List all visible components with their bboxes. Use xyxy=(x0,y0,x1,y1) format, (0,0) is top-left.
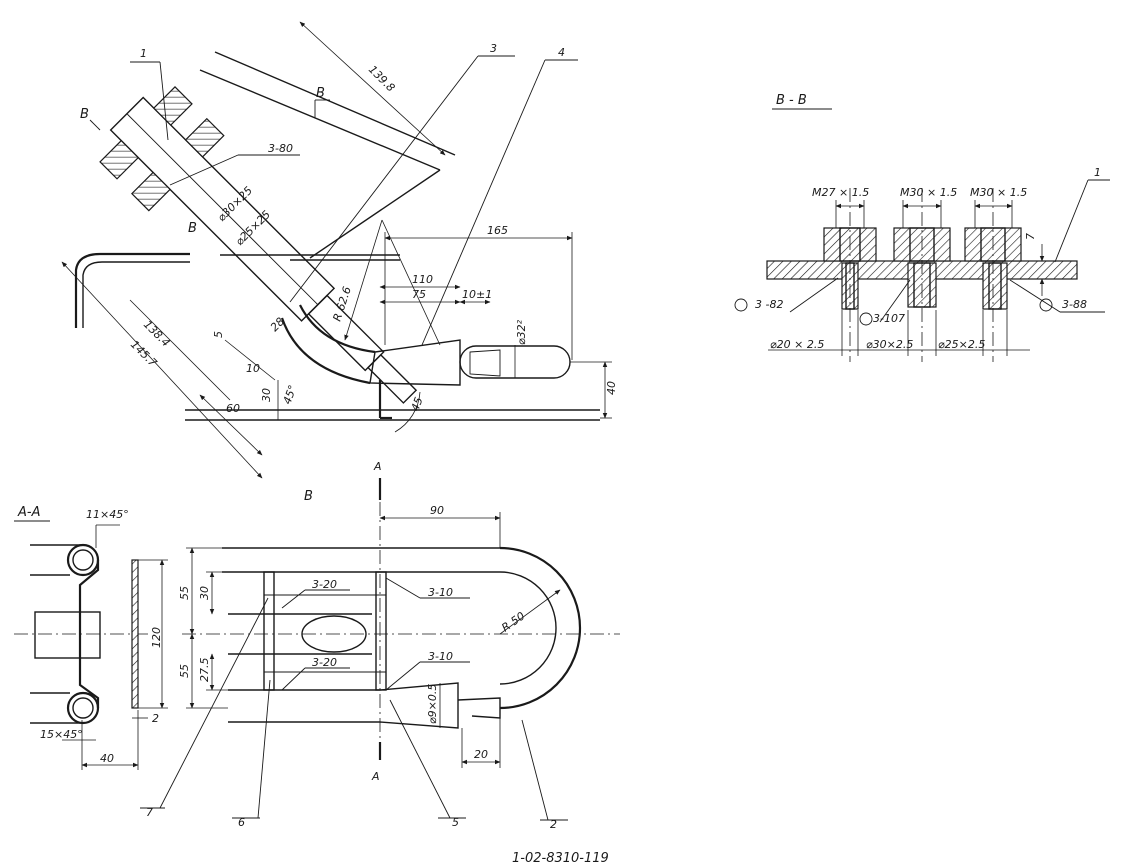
plan-dim-55b: 55 xyxy=(178,664,191,678)
drawing-number: 1-02-8310-119 xyxy=(512,851,609,866)
dim-110: 110 xyxy=(412,273,433,286)
dim-10: 10±1 xyxy=(462,288,492,301)
plan-dim-90: 90 xyxy=(430,504,444,517)
aa-dim-15x45: 15×45° xyxy=(40,728,83,741)
plan-view-b: B xyxy=(140,460,620,831)
weld-3-10-top: 3-10 xyxy=(428,586,453,599)
dim-138-4: 138.4 xyxy=(141,318,172,349)
section-bb-title: B - B xyxy=(776,93,807,108)
aa-dim-11x45: 11×45° xyxy=(86,508,129,521)
callout-2: 2 xyxy=(550,818,557,831)
callout-5: 5 xyxy=(452,816,459,829)
callout-4: 4 xyxy=(558,46,565,59)
dim-30: 30 xyxy=(260,388,273,402)
dim-45: 45 xyxy=(409,395,426,413)
dim-10b: 10 xyxy=(246,362,260,375)
weld-3-10-bottom: 3-10 xyxy=(428,650,453,663)
plan-dim-27-5: 27.5 xyxy=(198,658,211,683)
dim-5: 5 xyxy=(212,331,225,338)
dim-28: 28 xyxy=(268,315,287,334)
aa-dim-2: 2 xyxy=(152,712,159,725)
aa-dim-40: 40 xyxy=(100,752,114,765)
weld-3-107: 3-107 xyxy=(873,312,905,325)
dim-75: 75 xyxy=(412,288,426,301)
bb-m30a: M30 × 1.5 xyxy=(900,186,957,199)
dim-145-7: 145.7 xyxy=(128,338,159,369)
plan-dim-20: 20 xyxy=(474,748,488,761)
bb-m27: M27 × 1.5 xyxy=(812,186,869,199)
bb-dim-20x25: ⌀20 × 2.5 xyxy=(770,338,824,351)
weld-3-20-top: 3-20 xyxy=(312,578,337,591)
bb-callout-1: 1 xyxy=(1094,166,1101,179)
plan-dim-55a: 55 xyxy=(178,586,191,600)
dim-r62-6: R 62.6 xyxy=(330,285,353,323)
weld-3-20-bottom: 3-20 xyxy=(312,656,337,669)
weld-3-88: 3-88 xyxy=(1062,298,1087,311)
bb-m30b: M30 × 1.5 xyxy=(970,186,1027,199)
dim-25x25: ⌀25×25 xyxy=(233,208,273,248)
section-mark-b-top: B xyxy=(316,86,325,101)
section-mark-b-mid: B xyxy=(188,221,197,236)
dim-40: 40 xyxy=(605,381,618,395)
callout-1: 1 xyxy=(140,47,147,60)
section-aa-title: A-A xyxy=(17,505,40,520)
weld-3-82: 3 -82 xyxy=(755,298,783,311)
main-elevation-view: 1 3 4 B B B 3-80 139.8 165 110 75 10±1 ⌀… xyxy=(61,21,618,479)
section-mark-a-bottom: A xyxy=(371,770,380,783)
dim-32: ⌀32² xyxy=(515,319,528,345)
bb-dim-25x25: ⌀25×2.5 xyxy=(938,338,985,351)
section-aa-view: A-A 11×45° 120 2 15×45° 40 xyxy=(14,505,168,770)
bb-dim-7: 7 xyxy=(1024,233,1037,240)
section-mark-b-left: B xyxy=(80,107,89,122)
inclined-body xyxy=(99,86,418,404)
view-b-label: B xyxy=(304,489,313,504)
dim-165: 165 xyxy=(487,224,508,237)
callout-6: 6 xyxy=(238,816,245,829)
callout-3: 3 xyxy=(490,42,497,55)
callout-7: 7 xyxy=(146,806,153,819)
plan-dim-9x0-5: ⌀9×0.5 xyxy=(426,684,439,724)
weld-3-80: 3-80 xyxy=(268,142,293,155)
dim-139-8: 139.8 xyxy=(366,63,397,94)
plan-dim-r50: R 50 xyxy=(499,609,527,634)
aa-dim-120: 120 xyxy=(150,627,163,648)
plan-dim-30: 30 xyxy=(198,586,211,600)
section-bb-view: B - B xyxy=(734,93,1110,362)
dim-60: 60 xyxy=(226,402,240,415)
bb-dim-30x25: ⌀30×2.5 xyxy=(866,338,913,351)
dim-45deg: 45° xyxy=(281,383,300,406)
section-mark-a-top: A xyxy=(373,460,382,473)
